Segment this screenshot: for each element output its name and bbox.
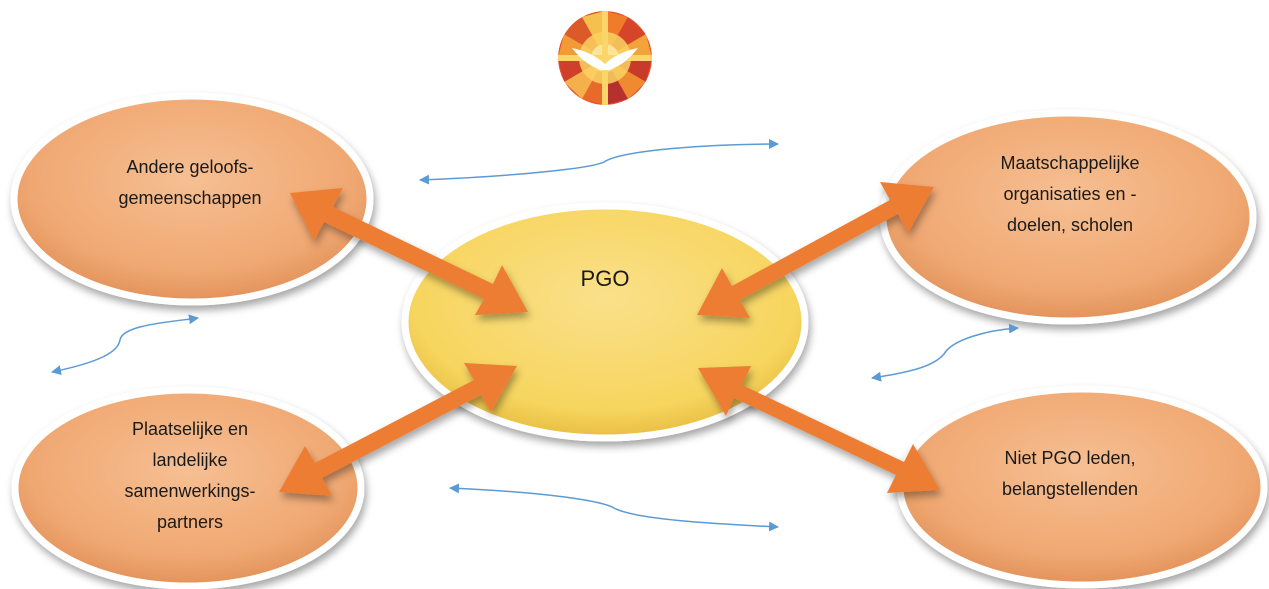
arrow-center-bottom-left bbox=[279, 363, 517, 496]
node-bottom-left-label: Plaatselijke en landelijke samenwerkings… bbox=[124, 419, 256, 532]
node-top-left bbox=[10, 92, 374, 306]
arrow-center-bottom-right bbox=[698, 366, 940, 493]
arrow-center-top-left bbox=[290, 188, 528, 315]
thin-arrow-right bbox=[871, 323, 1019, 382]
thin-arrow-top bbox=[419, 139, 779, 185]
node-top-left-label: Andere geloofs- gemeenschappen bbox=[118, 157, 262, 208]
center-node-label: PGO bbox=[580, 266, 630, 291]
pkn-dove-logo-icon bbox=[558, 11, 652, 105]
node-top-right-label: Maatschappelijke organisaties en - doele… bbox=[1000, 153, 1140, 235]
arrow-center-top-right bbox=[697, 182, 934, 318]
thin-arrow-bottom bbox=[449, 483, 779, 532]
thin-arrow-left bbox=[51, 314, 199, 376]
node-bottom-left bbox=[11, 386, 365, 589]
node-bottom-right-label: Niet PGO leden, belangstellenden bbox=[1001, 448, 1139, 499]
